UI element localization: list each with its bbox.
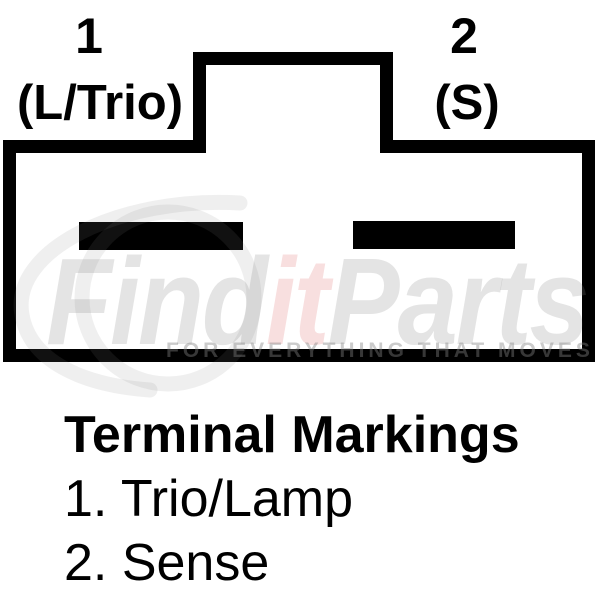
terminal-1-number: 1	[75, 8, 103, 64]
terminal-2-number: 2	[450, 8, 478, 64]
connector-key-tab-outline	[193, 52, 393, 153]
legend-item-2: 2. Sense	[64, 534, 270, 592]
terminal-markings-legend: Terminal Markings 1. Trio/Lamp 2. Sense	[64, 403, 520, 595]
legend-title: Terminal Markings	[64, 406, 520, 464]
terminal-slot-2	[353, 221, 515, 249]
terminal-1-name: (L/Trio)	[16, 76, 184, 130]
terminal-slot-1	[79, 222, 243, 250]
legend-item-1: 1. Trio/Lamp	[64, 470, 354, 528]
connector-body-outline	[3, 140, 595, 362]
terminal-2-name: (S)	[434, 76, 500, 130]
